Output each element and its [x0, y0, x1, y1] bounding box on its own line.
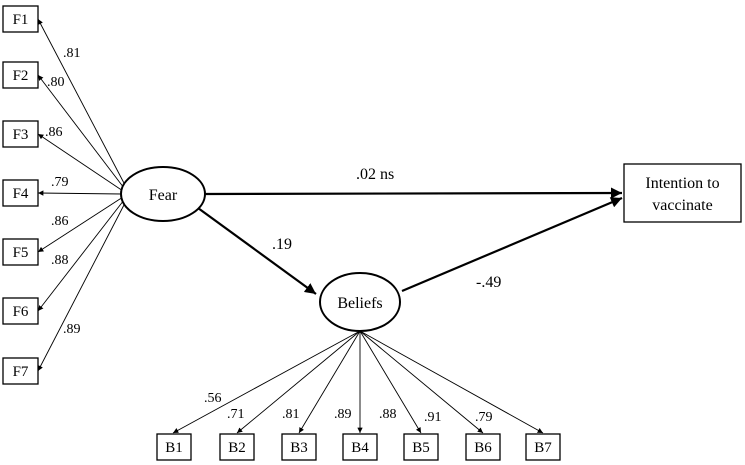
- structural-paths: [197, 187, 623, 295]
- latent-beliefs: Beliefs: [319, 272, 401, 332]
- indicator-f1: F1: [2, 5, 39, 33]
- loading-f4: .79: [51, 175, 69, 190]
- loading-b1: .56: [204, 391, 222, 406]
- indicator-b5: B5: [403, 433, 439, 461]
- loading-b4: .89: [334, 407, 352, 422]
- indicator-f3: F3: [2, 120, 39, 148]
- arrow-beliefs-b7: [359, 330, 544, 434]
- loading-f2: .80: [47, 75, 65, 90]
- arrow-fear-f3: [37, 133, 124, 192]
- indicator-b1: B1: [156, 433, 192, 461]
- loading-f6: .88: [51, 253, 69, 268]
- indicator-label: F4: [13, 186, 29, 202]
- indicator-label: F7: [13, 364, 29, 380]
- indicator-b6: B6: [465, 433, 501, 461]
- indicator-label: F1: [13, 12, 29, 28]
- belief-loading-arrows: [172, 330, 544, 434]
- fear-loadings: .81 .80 .86 .79 .86 .88 .89: [45, 46, 81, 337]
- outcome-label-line1: Intention to: [645, 175, 719, 192]
- coef-fear-beliefs: .19: [272, 236, 292, 253]
- path-fear-intention: [204, 187, 623, 199]
- indicator-label: B6: [474, 440, 492, 456]
- indicator-label: B4: [351, 440, 369, 456]
- latent-fear-label: Fear: [149, 187, 178, 204]
- arrow-beliefs-b1: [172, 330, 361, 434]
- indicator-label: B5: [412, 440, 430, 456]
- indicator-f5: F5: [2, 238, 39, 266]
- fear-loading-arrows: [37, 18, 126, 372]
- indicator-label: B3: [290, 440, 308, 456]
- outcome-intention: Intention to vaccinate: [623, 163, 742, 223]
- indicator-label: F5: [13, 245, 29, 261]
- arrow-fear-f7: [37, 202, 126, 372]
- loading-f5: .86: [51, 214, 69, 229]
- arrow-fear-f5: [37, 196, 124, 253]
- loading-b3: .81: [282, 407, 300, 422]
- indicator-f7: F7: [2, 357, 39, 385]
- arrow-fear-f6: [37, 199, 125, 312]
- indicator-label: B2: [228, 440, 246, 456]
- coef-fear-intention: .02 ns: [356, 166, 394, 183]
- loading-b5: .88: [379, 407, 397, 422]
- path-beliefs-intention: [401, 196, 623, 293]
- loading-b6: .91: [424, 410, 442, 425]
- indicator-label: F2: [13, 68, 29, 84]
- loading-f7: .89: [63, 322, 81, 337]
- indicator-label: B1: [165, 440, 183, 456]
- indicator-f2: F2: [2, 61, 39, 89]
- arrow-beliefs-b6: [359, 330, 484, 434]
- indicator-label: B7: [534, 440, 552, 456]
- arrow-fear-f1: [37, 18, 126, 186]
- arrow-beliefs-b2: [236, 330, 361, 434]
- indicator-f6: F6: [2, 297, 39, 325]
- loading-f3: .86: [45, 125, 63, 140]
- arrow-beliefs-b5: [359, 330, 422, 434]
- indicator-label: F3: [13, 127, 29, 143]
- coef-beliefs-intention: -.49: [476, 274, 501, 291]
- indicator-b4: B4: [342, 433, 378, 461]
- indicator-b7: B7: [525, 433, 561, 461]
- indicator-b2: B2: [219, 433, 255, 461]
- indicator-b3: B3: [281, 433, 317, 461]
- fear-indicators: F1 F2 F3 F4 F5 F6 F7: [2, 5, 39, 385]
- arrow-beliefs-b3: [298, 330, 361, 434]
- path-fear-beliefs: [197, 207, 317, 295]
- arrow-fear-f2: [37, 74, 125, 189]
- outcome-label-line2: vaccinate: [652, 197, 712, 214]
- loading-b2: .71: [227, 407, 245, 422]
- indicator-f4: F4: [2, 179, 39, 207]
- indicator-label: F6: [13, 304, 29, 320]
- loading-f1: .81: [63, 46, 81, 61]
- loading-b7: .79: [475, 410, 493, 425]
- belief-indicators: B1 B2 B3 B4 B5 B6 B7: [156, 433, 561, 461]
- belief-loadings: .56 .71 .81 .89 .88 .91 .79: [204, 391, 493, 425]
- latent-beliefs-label: Beliefs: [337, 295, 382, 312]
- latent-fear: Fear: [120, 166, 206, 222]
- arrow-fear-f4: [37, 190, 123, 196]
